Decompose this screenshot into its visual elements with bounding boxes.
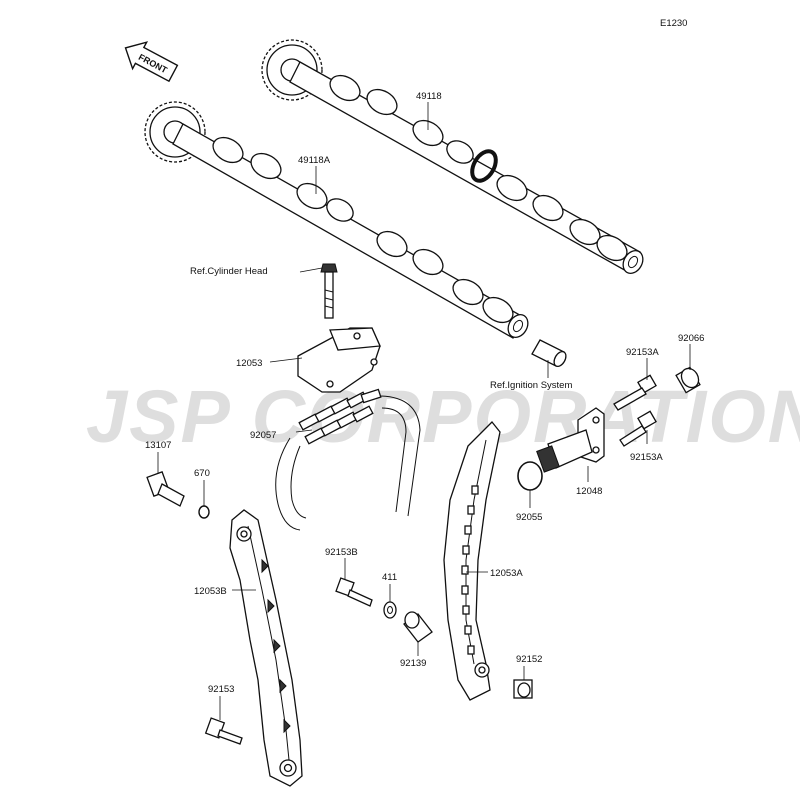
o-ring-tensioner[interactable] (517, 461, 543, 491)
o-ring-small[interactable] (198, 505, 210, 519)
label-92139: 92139 (400, 658, 426, 669)
label-92153A-lower: 92153A (630, 452, 663, 463)
bolt-tensioner-lower-part[interactable] (619, 410, 657, 447)
label-92152: 92152 (516, 654, 542, 665)
label-92153A-upper: 92153A (626, 347, 659, 358)
label-49118A: 49118A (298, 155, 331, 166)
guide-front-slots (461, 485, 479, 655)
front-arrow-icon: FRONT (124, 41, 179, 83)
label-ref-ignition-system: Ref.Ignition System (490, 380, 572, 391)
bolt-guide-part[interactable] (335, 577, 373, 607)
camshaft-intake[interactable] (144, 101, 532, 341)
watermark: JSP CORPORATION (86, 375, 800, 458)
chain-tensioner[interactable] (536, 407, 605, 473)
guide-front[interactable] (443, 421, 501, 701)
pivot-bolt[interactable] (146, 471, 185, 507)
ignition-rotor-stub (531, 339, 567, 368)
camshaft-exhaust[interactable] (261, 39, 647, 277)
label-92055: 92055 (516, 512, 542, 523)
label-ref-cylinder-head: Ref.Cylinder Head (190, 266, 268, 277)
cam-chain[interactable] (275, 388, 421, 531)
label-49118: 49118 (416, 91, 442, 102)
label-13107: 13107 (145, 440, 171, 451)
label-92153B: 92153B (325, 547, 358, 558)
tensioner-guide[interactable] (229, 509, 303, 787)
label-92066: 92066 (678, 333, 704, 344)
tensioner-cap-bolt[interactable] (675, 365, 702, 394)
tensioner-guide-teeth (261, 558, 291, 734)
label-92057: 92057 (250, 430, 276, 441)
guide-bolt-part[interactable] (513, 679, 533, 699)
chain-guide-upper[interactable] (297, 327, 381, 393)
collar[interactable] (403, 611, 433, 643)
bolt-lower-part[interactable] (204, 717, 243, 745)
cylinder-head-bolt[interactable] (320, 263, 338, 319)
washer[interactable] (383, 601, 397, 619)
label-12053B: 12053B (194, 586, 227, 597)
diagram-code: E1230 (660, 18, 687, 29)
label-670: 670 (194, 468, 210, 479)
label-411: 411 (382, 572, 397, 583)
label-12053: 12053 (236, 358, 262, 369)
label-12053A: 12053A (490, 568, 523, 579)
leader-lines (157, 102, 691, 720)
chain-links (298, 388, 382, 445)
bolt-tensioner-upper-part[interactable] (613, 374, 657, 411)
label-12048: 12048 (576, 486, 602, 497)
watermark-text: JSP CORPORATION (86, 375, 800, 458)
label-92153: 92153 (208, 684, 234, 695)
